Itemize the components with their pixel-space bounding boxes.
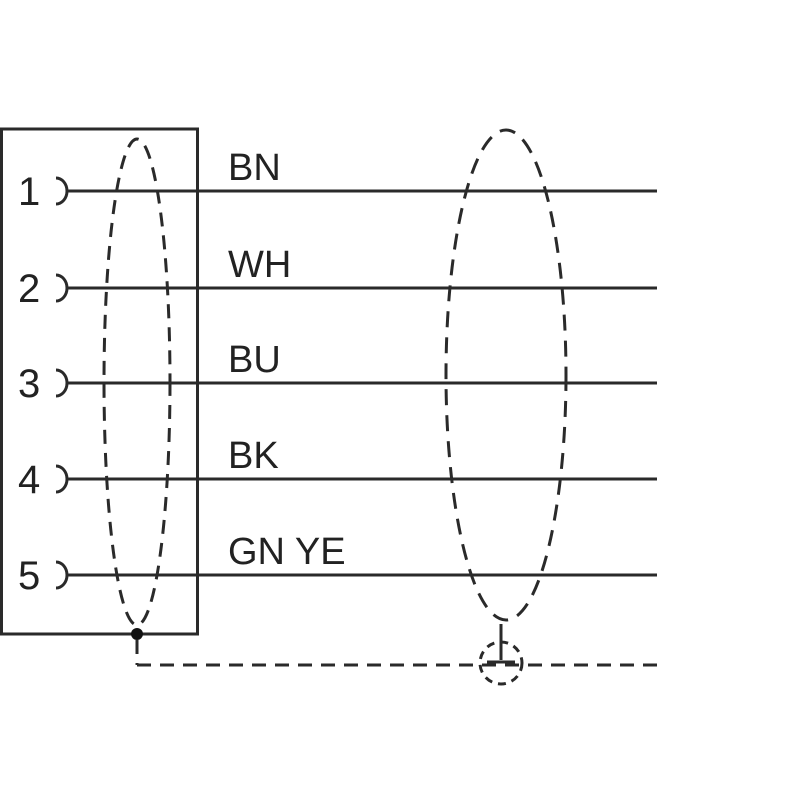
pin-number-5: 5 — [18, 554, 40, 598]
wire-label-2: WH — [228, 244, 291, 286]
socket-contact-icon — [55, 464, 69, 494]
wire-label-5: GN YE — [228, 531, 346, 573]
wire-label-3: BU — [228, 339, 281, 381]
pin-number-4: 4 — [18, 458, 40, 502]
wire-label-1: BN — [228, 147, 281, 189]
cable-shield-icon — [444, 128, 568, 622]
socket-contact-icon — [55, 368, 69, 398]
shield-ground-icon — [478, 624, 524, 686]
shield-junction-dot — [131, 628, 143, 640]
socket-contact-icon — [55, 176, 69, 206]
connector-shield-icon — [102, 137, 172, 627]
wire-label-4: BK — [228, 435, 279, 477]
pin-number-1: 1 — [18, 170, 40, 214]
pin-number-3: 3 — [18, 362, 40, 406]
socket-contact-icon — [55, 560, 69, 590]
pin-number-2: 2 — [18, 267, 40, 311]
socket-contact-icon — [55, 273, 69, 303]
